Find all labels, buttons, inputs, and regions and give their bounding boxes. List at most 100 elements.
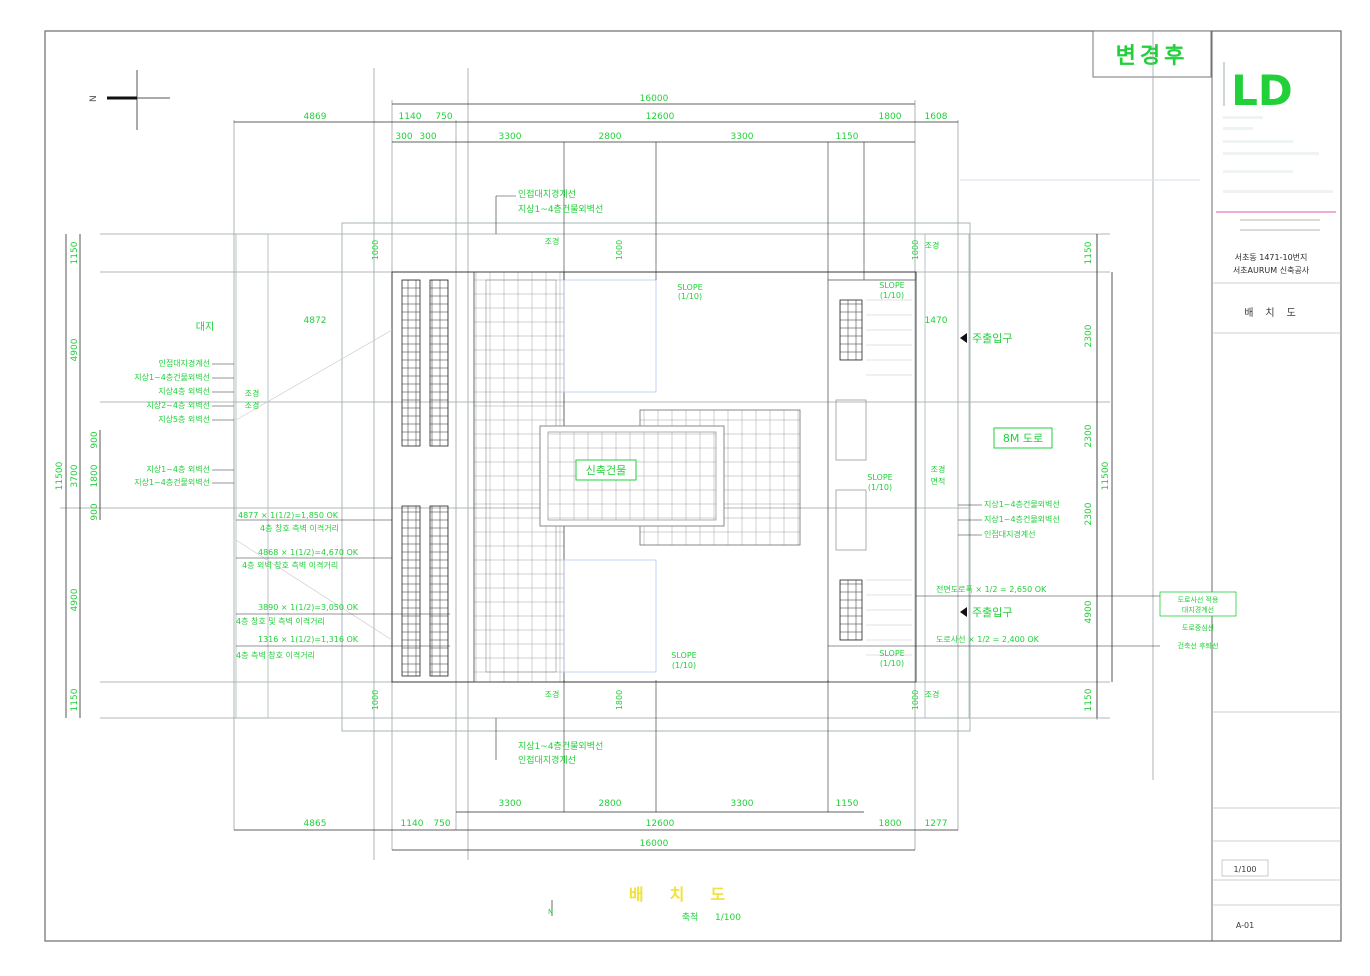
right-note-2: 인접대지경계선 [984, 529, 1036, 539]
left-inner-0: 900 [90, 431, 100, 448]
bottom-dim-r2-2: 3300 [731, 799, 754, 809]
new-building-label-box [575, 459, 637, 481]
right-dim-3: 2300 [1084, 502, 1094, 525]
left-note-0: 인접대지경계선 [158, 358, 210, 368]
bottom-dim-r2-3: 1150 [836, 799, 859, 809]
entrance-top-arrow-icon [960, 333, 967, 343]
top-dim-r2-1: 300 [419, 132, 436, 142]
bottom-dim-total: 16000 [640, 839, 669, 849]
slope-1b: (1/10) [678, 292, 702, 301]
north-label: N [89, 95, 99, 102]
bottom-dim-main: 12600 [646, 819, 675, 829]
top-dim-r2-2: 3300 [499, 132, 522, 142]
left-dim-total: 11500 [55, 461, 65, 490]
left-note-3: 지상2~4층 외벽선 [146, 400, 210, 410]
left-dim-0: 1150 [70, 241, 80, 264]
slope-5: SLOPE [879, 649, 904, 658]
top-dim-r2-5: 1150 [836, 132, 859, 142]
left-dim-1: 4900 [70, 338, 80, 361]
left-dim-4: 1150 [70, 688, 80, 711]
left-note-2: 지상4층 외벽선 [158, 386, 210, 396]
company-logo: LD [1216, 62, 1336, 231]
stair-right-bottom [429, 505, 449, 677]
footer-north-icon: N [548, 900, 553, 916]
mark-4: 조경 [931, 464, 946, 474]
entrance-bottom-label: 주출입구 [972, 606, 1012, 619]
footer-scale: 1/100 [715, 913, 741, 923]
landscape-0: 조경 [245, 400, 260, 410]
left-calc-7: 4층 측벽 창호 이격거리 [236, 650, 315, 660]
left-calc-2: 4868 × 1(1/2)=4,670 OK [258, 548, 359, 557]
top-dim-r1-0: 1140 [399, 112, 422, 122]
top-note-1: 인접대지경계선 [518, 188, 576, 200]
right-dim-4: 4900 [1084, 600, 1094, 623]
right-note-1: 지상1~4층건물외벽선 [984, 514, 1060, 524]
dim-c: 1000 [911, 240, 920, 260]
left-calc-6: 1316 × 1(1/2)=1,316 OK [258, 635, 359, 644]
stair-right-top [429, 279, 449, 447]
bottom-note-2: 인접대지경계선 [518, 754, 576, 766]
top-dim-r2-0: 300 [395, 132, 412, 142]
mark-3: 조경 [925, 689, 940, 699]
right-dim-1: 2300 [1084, 324, 1094, 347]
new-building-label: 신축건물 [586, 464, 626, 477]
dim-f: 1000 [911, 690, 920, 710]
dim-a: 1000 [371, 240, 380, 260]
bottom-note-1: 지상1~4층건물외벽선 [518, 740, 603, 752]
entrance-bottom-arrow-icon [960, 607, 967, 617]
left-calc-3: 4층 외벽 창호 측벽 이격거리 [242, 560, 338, 570]
top-dim-r1-1: 750 [435, 112, 452, 122]
right-note-0: 지상1~4층건물외벽선 [984, 499, 1060, 509]
mark-5: 조경 [245, 388, 260, 398]
footer-scale-label: 축척 [682, 912, 699, 923]
right-box-1: 대지경계선 [1182, 605, 1214, 614]
left-dim-2: 3700 [70, 464, 80, 487]
step-dim: 1470 [925, 316, 948, 326]
right-dim-0: 1150 [1084, 241, 1094, 264]
titleblock-drawing-title: 배치도 [1244, 307, 1308, 319]
dim-e: 1800 [615, 690, 624, 710]
titleblock-scale: 1/100 [1233, 865, 1256, 874]
right-dim-5: 1150 [1084, 688, 1094, 711]
slope-4b: (1/10) [672, 661, 696, 670]
left-inner-2: 900 [90, 503, 100, 520]
right-box [1159, 591, 1237, 617]
right-calc-1: 전면도로폭 × 1/2 = 2,650 OK [936, 584, 1047, 594]
right-dim-total: 11500 [1101, 461, 1111, 490]
slope-3: SLOPE [867, 473, 892, 482]
sheet-border [44, 30, 1342, 942]
left-calc-1: 4층 창호 측벽 이격거리 [260, 523, 339, 533]
left-note2-0: 지상1~4층 외벽선 [146, 464, 210, 474]
drawing-title-footer: 배치도 [629, 885, 751, 904]
stair-left-bottom [401, 505, 421, 677]
titleblock-sheet-no: A-01 [1236, 921, 1254, 930]
slope-3b: (1/10) [868, 483, 892, 492]
dim-d: 1000 [371, 690, 380, 710]
bottom-dim-left-setback: 4865 [304, 819, 327, 829]
left-calc-0: 4877 × 1(1/2)=1,850 OK [238, 511, 339, 520]
landscape-1: 면적 [931, 476, 946, 486]
top-note-2: 지상1~4층건물외벽선 [518, 203, 603, 215]
slope-4: SLOPE [671, 651, 696, 660]
top-dim-total: 16000 [640, 94, 669, 104]
left-calc-5: 4층 창호 및 측벽 이격거리 [236, 616, 325, 626]
road-label-box [993, 427, 1053, 449]
left-note-4: 지상5층 외벽선 [158, 414, 210, 424]
adjacent-lot-strip [235, 233, 269, 719]
right-setback-strip [924, 233, 970, 719]
entrance-top-label: 주출입구 [972, 332, 1012, 345]
mark-1: 조경 [925, 240, 940, 250]
right-box-3: 건축선 후퇴선 [1178, 641, 1219, 650]
mark-0: 조경 [545, 236, 560, 246]
logo-text: LD [1231, 66, 1293, 115]
top-dim-r1-3: 1608 [925, 112, 948, 122]
north-arrow-icon: N [89, 70, 170, 130]
top-dim-r2-3: 2800 [599, 132, 622, 142]
ramp-zone [827, 279, 917, 683]
left-dim-3: 4900 [70, 588, 80, 611]
dim-b: 1000 [615, 240, 624, 260]
ramp-bottom-grating [839, 579, 863, 641]
slope-2: SLOPE [879, 281, 904, 290]
top-dim-left-setback: 4869 [304, 112, 327, 122]
